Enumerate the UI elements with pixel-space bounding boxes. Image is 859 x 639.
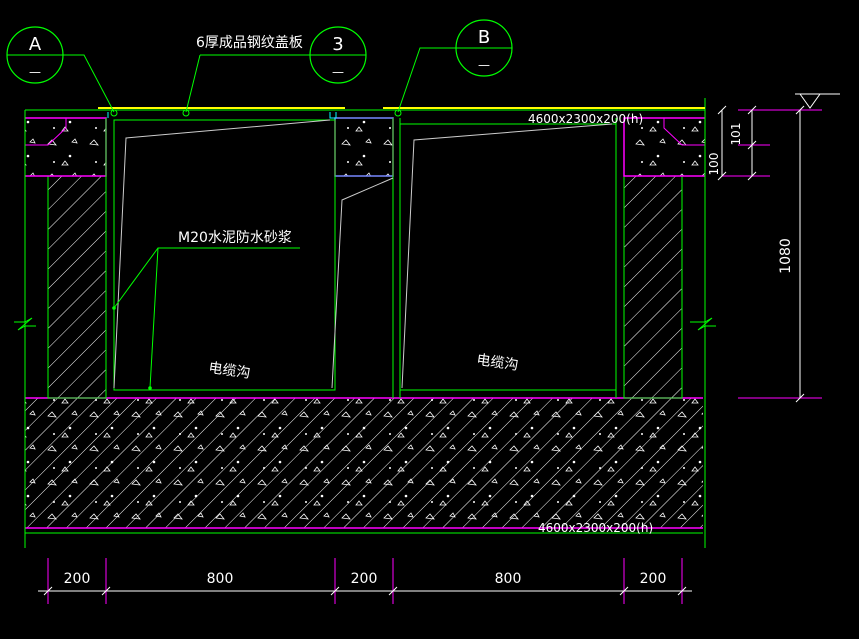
bubble-b-sub: —	[478, 58, 490, 72]
cover-plate	[25, 107, 705, 119]
bubble-3-label: 3	[332, 34, 343, 55]
dim-200-mid: 200	[351, 571, 378, 587]
trench-left	[105, 118, 394, 398]
dim-100: 100	[707, 153, 721, 176]
bottom-dimension-chain: 200 800 200 800 200	[38, 558, 692, 604]
break-mark-left	[14, 317, 36, 331]
top-spec-label: 4600x2300x200(h)	[528, 112, 643, 126]
bubble-a-label: A	[29, 34, 42, 55]
break-mark-right	[690, 317, 716, 331]
mortar-label: M20水泥防水砂浆	[178, 230, 292, 246]
dim-200-left: 200	[64, 571, 91, 587]
bubble-a-sub: —	[29, 65, 41, 79]
trench-right	[399, 118, 617, 398]
right-wall	[623, 98, 706, 548]
bottom-spec-label: 4600x2300x200(h)	[538, 521, 653, 535]
dim-800-right: 800	[495, 571, 522, 587]
right-dimension-chain: 101 100 1080	[707, 93, 840, 403]
cover-plate-label: 6厚成品钢纹盖板	[196, 35, 303, 51]
bubble-3: 3 —	[309, 26, 367, 84]
bubble-3-sub: —	[332, 65, 344, 79]
trench-left-label: 电缆沟	[207, 360, 251, 382]
dim-200-right: 200	[640, 571, 667, 587]
trench-right-label: 电缆沟	[475, 352, 519, 374]
bubble-a: A —	[6, 26, 118, 117]
mortar-leader: M20水泥防水砂浆	[112, 230, 300, 390]
middle-wall	[334, 117, 401, 398]
dim-1080: 1080	[778, 238, 794, 274]
base-slab	[25, 397, 703, 534]
dim-101: 101	[729, 123, 743, 146]
cover-plate-leader: 6厚成品钢纹盖板	[182, 35, 310, 117]
bubble-b: B —	[394, 19, 513, 117]
dim-800-left: 800	[207, 571, 234, 587]
bubble-b-label: B	[478, 27, 490, 48]
